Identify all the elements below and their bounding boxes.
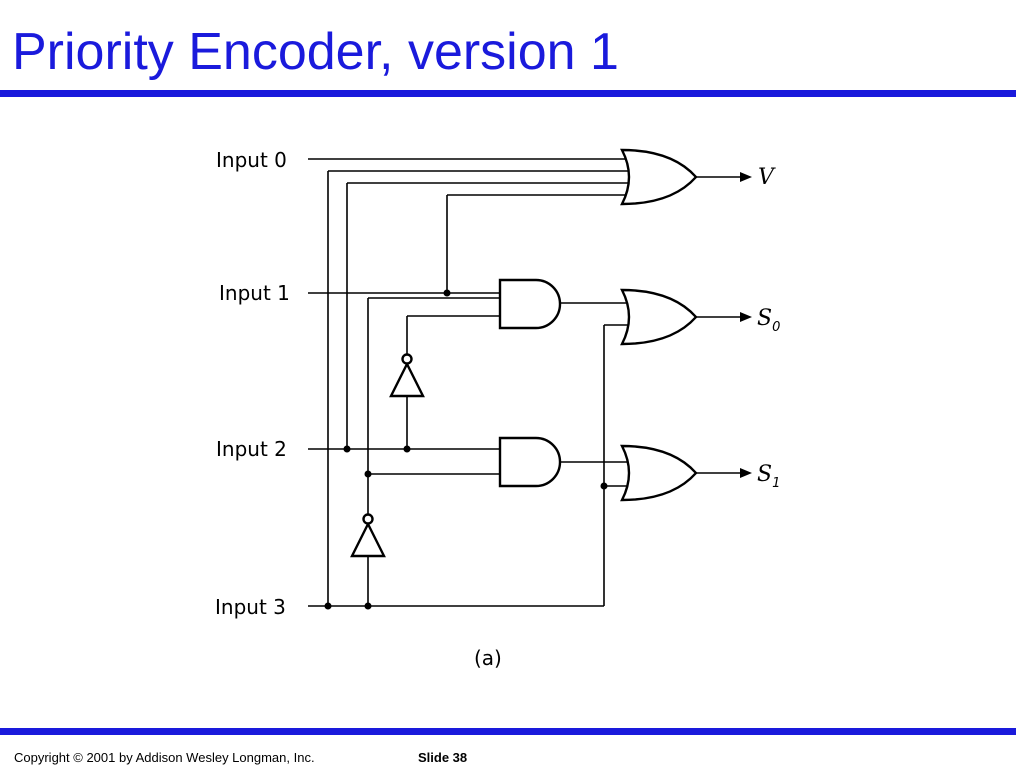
or-gate-v xyxy=(620,148,698,206)
and-gate-bottom xyxy=(498,436,562,488)
copyright-text: Copyright © 2001 by Addison Wesley Longm… xyxy=(14,750,315,765)
output-s0-wire xyxy=(696,312,752,322)
and-gate-top xyxy=(498,278,562,330)
input-1-label: Input 1 xyxy=(219,281,290,305)
input-2-wire xyxy=(308,182,632,523)
figure-caption: (a) xyxy=(474,646,502,670)
input-3-label: Input 3 xyxy=(215,595,286,619)
input-3-wire xyxy=(308,170,632,607)
footer-divider xyxy=(0,728,1016,735)
output-v-label: V xyxy=(758,165,776,190)
or-gate-s0 xyxy=(620,288,698,346)
input-1-wire xyxy=(308,194,632,294)
output-v-wire xyxy=(696,172,752,182)
input-0-label: Input 0 xyxy=(216,148,287,172)
output-s0-label: S0 xyxy=(757,306,780,335)
junction-dots xyxy=(324,289,608,610)
output-s1-wire xyxy=(696,468,752,478)
not-gate-input-3 xyxy=(350,513,386,558)
input-2-label: Input 2 xyxy=(216,437,287,461)
slide-number: Slide 38 xyxy=(418,750,468,765)
output-s1-label: S1 xyxy=(757,462,780,491)
not-gate-input-2 xyxy=(389,353,425,398)
or-gate-s1 xyxy=(620,444,698,502)
slide-title: Priority Encoder, version 1 xyxy=(12,23,619,81)
title-divider xyxy=(0,90,1016,97)
